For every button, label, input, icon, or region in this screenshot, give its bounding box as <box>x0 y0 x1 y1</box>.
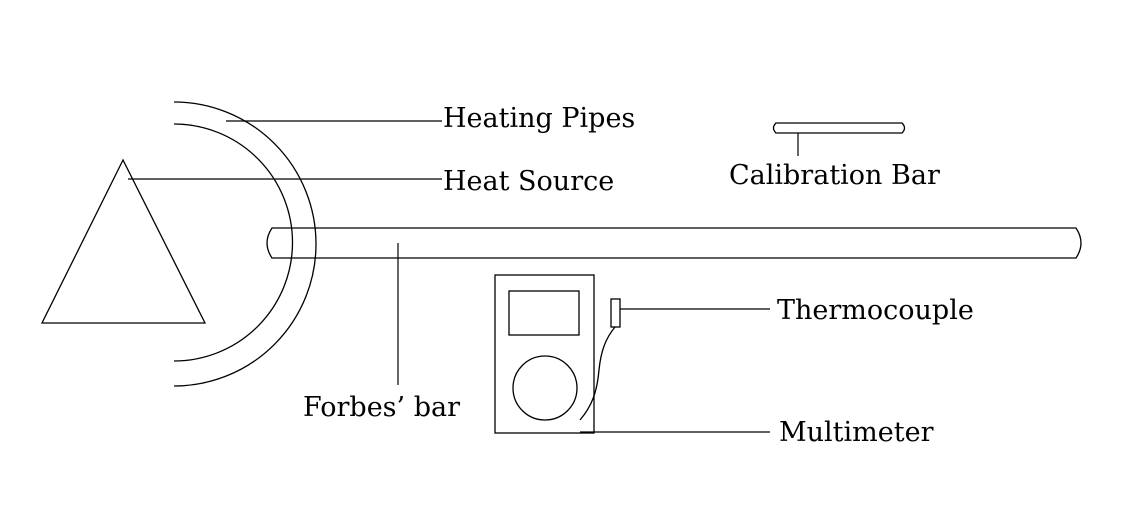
forbes-bar-label: Forbes’ bar <box>303 392 460 423</box>
multimeter-device <box>494 274 595 434</box>
thermocouple-wire <box>579 326 616 421</box>
heat-source-triangle <box>40 158 207 324</box>
multimeter-body <box>494 274 595 434</box>
heating-pipes-label: Heating Pipes <box>443 103 635 134</box>
forbes-bar <box>266 227 1082 259</box>
calibration-bar-label: Calibration Bar <box>729 160 940 191</box>
multimeter-dial <box>512 355 578 421</box>
multimeter-label: Multimeter <box>779 417 934 448</box>
thermocouple-label: Thermocouple <box>777 295 974 326</box>
thermocouple-probe <box>610 298 621 328</box>
multimeter-display <box>508 290 580 336</box>
heating-pipe-inner-arc <box>173 123 294 362</box>
heating-pipe-outer-arc <box>173 101 317 387</box>
calibration-bar <box>772 122 906 134</box>
heat-source-label: Heat Source <box>443 166 614 197</box>
